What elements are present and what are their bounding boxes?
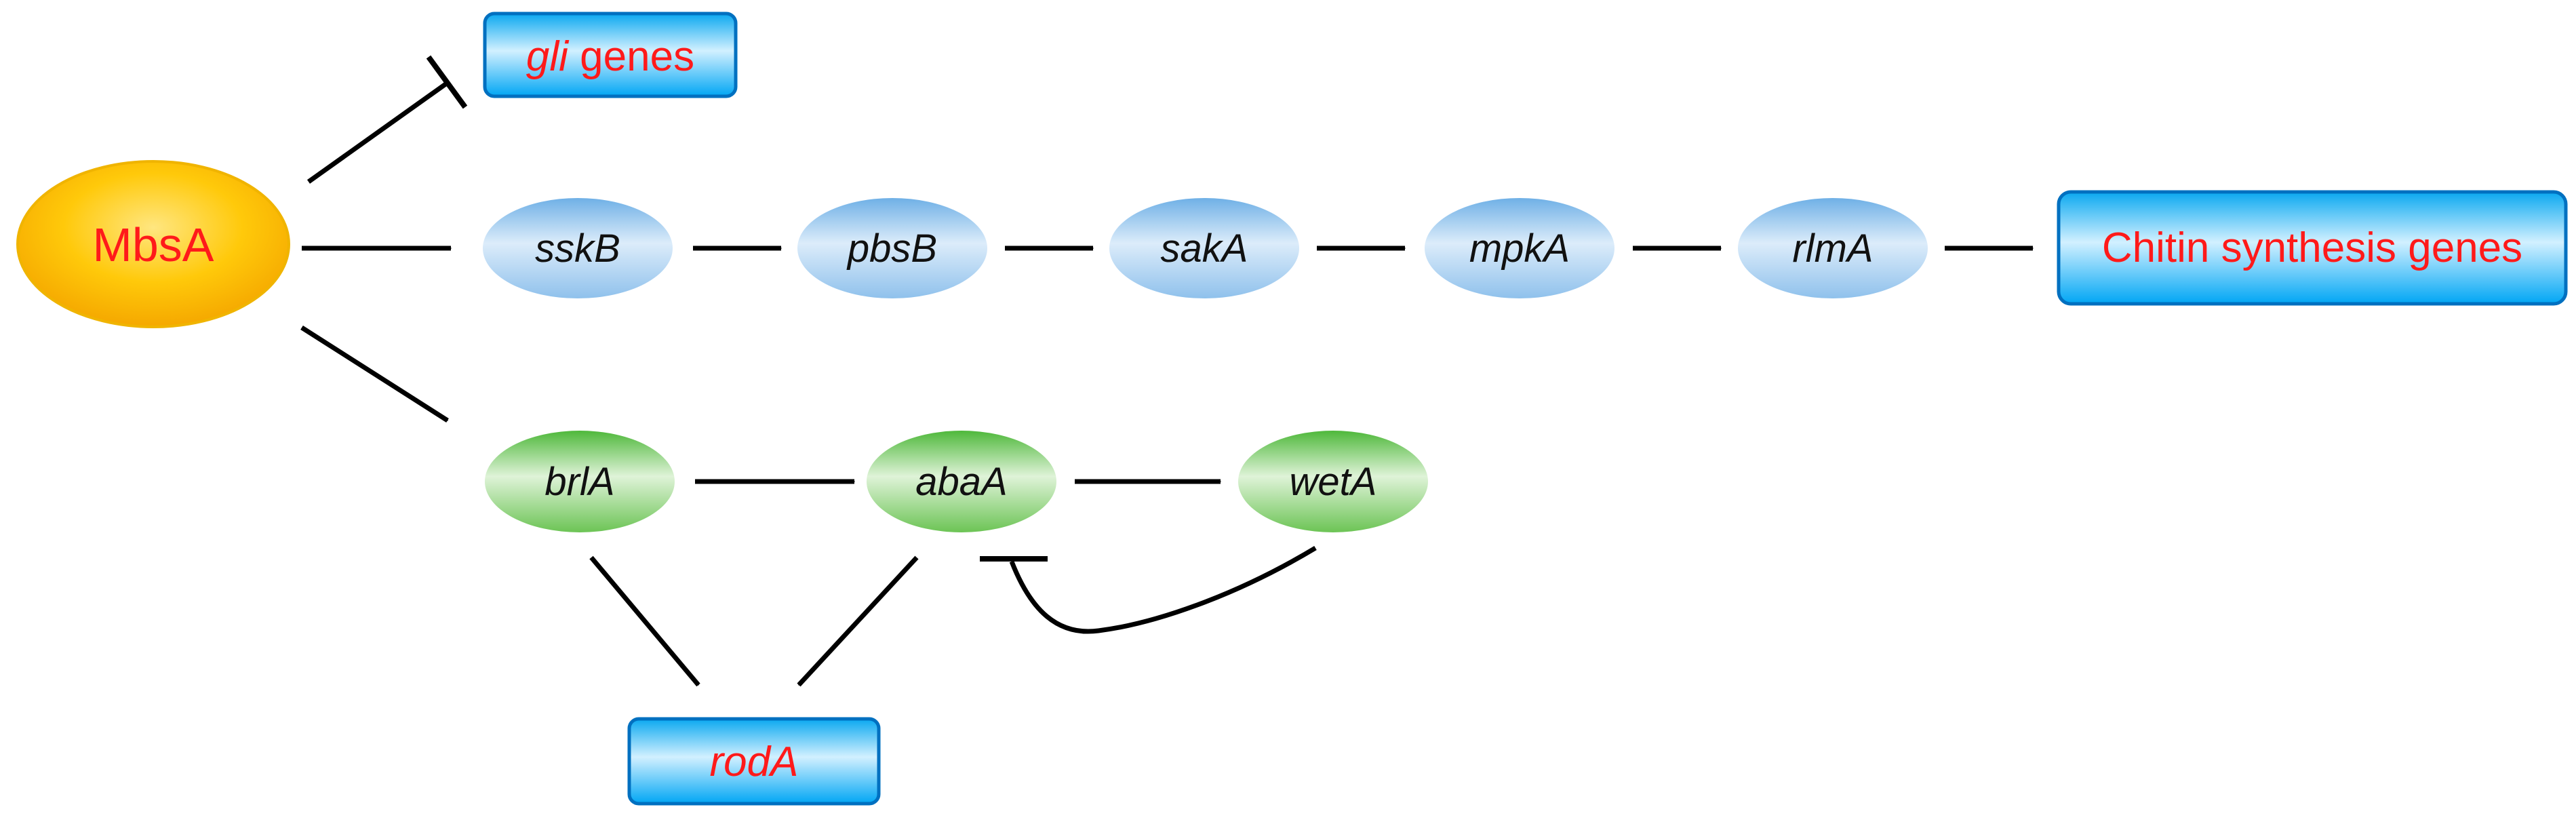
mpka-label: mpkA bbox=[1469, 227, 1570, 271]
brla-label: brlA bbox=[544, 460, 614, 504]
arrow-abaa-roda bbox=[797, 555, 919, 687]
rlma-label: rlmA bbox=[1792, 227, 1873, 271]
gli-rest-label: genes bbox=[568, 33, 694, 80]
target-roda: rodA bbox=[627, 717, 881, 806]
mbsa-label: MbsA bbox=[93, 218, 214, 271]
node-saka: sakA bbox=[1109, 198, 1299, 298]
node-brla: brlA bbox=[485, 431, 675, 532]
node-abaa: abaA bbox=[867, 431, 1056, 532]
conidiation-pathway: brlA abaA wetA bbox=[485, 431, 1428, 532]
node-weta: wetA bbox=[1238, 431, 1428, 532]
node-sskb: sskB bbox=[483, 198, 673, 298]
arrow-brla-roda bbox=[589, 555, 700, 687]
svg-text:gli genes: gli genes bbox=[526, 33, 694, 80]
inhibition-bar-gli bbox=[426, 55, 468, 109]
node-mpka: mpkA bbox=[1425, 198, 1614, 298]
abaa-label: abaA bbox=[915, 460, 1007, 504]
saka-label: sakA bbox=[1161, 227, 1248, 271]
mbsa-node: MbsA bbox=[16, 160, 290, 328]
node-rlma: rlmA bbox=[1738, 198, 1928, 298]
sskb-label: sskB bbox=[535, 227, 620, 271]
node-pbsb: pbsB bbox=[797, 198, 987, 298]
target-chitin-synthesis-genes: Chitin synthesis genes bbox=[2057, 190, 2568, 306]
inhibition-mbsa-gli bbox=[306, 81, 450, 184]
weta-label: wetA bbox=[1290, 460, 1377, 504]
arrow-mbsa-brla bbox=[300, 326, 449, 423]
edges bbox=[300, 55, 2033, 687]
inhibition-weta-abaa bbox=[1009, 545, 1317, 634]
pbsb-label: pbsB bbox=[846, 227, 937, 271]
chitin-label: Chitin synthesis genes bbox=[2102, 224, 2522, 271]
gli-italic-label: gli bbox=[526, 33, 570, 80]
target-gli-genes: gli genes bbox=[483, 12, 738, 98]
roda-label: rodA bbox=[710, 739, 799, 785]
hog-pathway: sskB pbsB sakA mpkA rlmA bbox=[483, 198, 1928, 298]
